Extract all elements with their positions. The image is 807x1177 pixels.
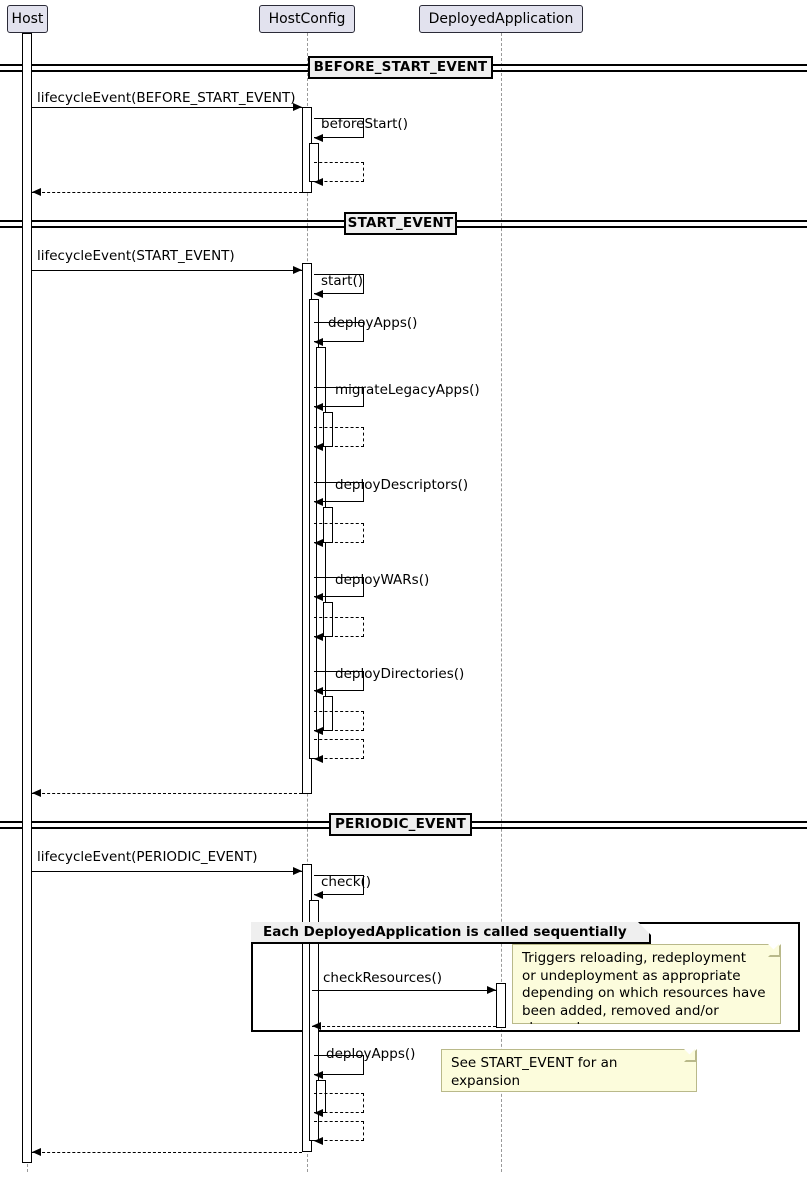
message-line-return-16: [32, 793, 302, 794]
self-call-self-return-22: [314, 1093, 364, 1113]
activation-bar-deployedapplication-13: [496, 983, 506, 1028]
arrow-head-self-return-2: [314, 177, 323, 186]
message-label-deploydescriptors-9: deployDescriptors(): [335, 477, 469, 493]
participant-hostconfig[interactable]: HostConfig: [259, 5, 355, 33]
group-label-0: Each DeployedApplication is called seque…: [251, 922, 651, 944]
arrow-head-return-24: [32, 1147, 41, 1156]
arrow-head-deploydirectories-13: [314, 686, 323, 695]
note-0: Triggers reloading, redeployment or unde…: [512, 944, 781, 1024]
self-call-deploydirectories-13: [314, 671, 364, 691]
message-label-lifecycleevent-start-event-4: lifecycleEvent(START_EVENT): [37, 248, 235, 264]
message-label-deployapps-21: deployApps(): [326, 1046, 416, 1062]
message-line-lifecycleevent-before-start-event-0: [32, 107, 302, 108]
message-line-checkresources-19: [312, 990, 496, 991]
message-line-return-24: [32, 1152, 302, 1153]
message-label-deploydirectories-13: deployDirectories(): [335, 666, 465, 682]
message-line-lifecycleevent-start-event-4: [32, 270, 302, 271]
arrow-head-deploywars-11: [314, 592, 323, 601]
self-call-self-return-8: [314, 427, 364, 447]
self-call-start-5: [314, 274, 364, 294]
message-label-check-18: check(): [321, 874, 372, 890]
arrow-head-migratelegacyapps-7: [314, 402, 323, 411]
note-fold-inner-0: [768, 944, 779, 955]
self-call-beforestart-1: [314, 118, 364, 138]
arrow-head-check-18: [314, 890, 323, 899]
message-label-deploywars-11: deployWARs(): [335, 572, 430, 588]
self-call-migratelegacyapps-7: [314, 387, 364, 407]
message-label-lifecycleevent-before-start-event-0: lifecycleEvent(BEFORE_START_EVENT): [37, 90, 296, 106]
message-line-return-20: [312, 1026, 496, 1027]
message-line-lifecycleevent-periodic-event-17: [32, 871, 302, 872]
divider-label-before-start-event: BEFORE_START_EVENT: [308, 55, 493, 79]
lifeline-deployedapplication: [500, 33, 502, 1172]
self-call-self-return-2: [314, 162, 364, 182]
arrow-head-beforestart-1: [314, 133, 323, 142]
note-fold-inner-1: [684, 1049, 695, 1060]
self-call-self-return-10: [314, 523, 364, 543]
message-label-deployapps-6: deployApps(): [328, 315, 418, 331]
arrow-head-self-return-14: [314, 726, 323, 735]
message-label-beforestart-1: beforeStart(): [321, 116, 408, 132]
self-call-deploydescriptors-9: [314, 482, 364, 502]
activation-bar-host-0: [22, 33, 32, 1163]
divider-label-periodic-event: PERIODIC_EVENT: [329, 812, 472, 836]
arrow-head-start-5: [314, 289, 323, 298]
participant-deployedapplication[interactable]: DeployedApplication: [419, 5, 583, 33]
arrow-head-self-return-10: [314, 538, 323, 547]
message-label-lifecycleevent-periodic-event-17: lifecycleEvent(PERIODIC_EVENT): [37, 849, 258, 865]
arrow-head-checkresources-19: [487, 985, 496, 994]
arrow-head-self-return-22: [314, 1108, 323, 1117]
message-label-start-5: start(): [321, 273, 363, 289]
self-call-deploywars-11: [314, 577, 364, 597]
self-call-self-return-12: [314, 617, 364, 637]
arrow-head-self-return-8: [314, 442, 323, 451]
arrow-head-self-return-23: [314, 1136, 323, 1145]
note-1: See START_EVENT for an expansion of the …: [441, 1049, 697, 1092]
self-call-self-return-23: [314, 1121, 364, 1141]
message-label-migratelegacyapps-7: migrateLegacyApps(): [335, 382, 480, 398]
arrow-head-lifecycleevent-periodic-event-17: [293, 866, 302, 875]
divider-label-start-event: START_EVENT: [344, 211, 457, 235]
arrow-head-self-return-12: [314, 632, 323, 641]
arrow-head-return-3: [32, 187, 41, 196]
message-label-checkresources-19: checkResources(): [323, 970, 443, 986]
self-call-check-18: [314, 875, 364, 895]
arrow-head-self-return-15: [314, 754, 323, 763]
arrow-head-lifecycleevent-start-event-4: [293, 265, 302, 274]
self-call-deployapps-6: [314, 322, 364, 342]
self-call-self-return-15: [314, 739, 364, 759]
arrow-head-deploydescriptors-9: [314, 497, 323, 506]
message-line-return-3: [32, 192, 302, 193]
arrow-head-return-20: [312, 1021, 321, 1030]
arrow-head-deployapps-21: [314, 1070, 323, 1079]
self-call-self-return-14: [314, 711, 364, 731]
arrow-head-return-16: [32, 788, 41, 797]
participant-host[interactable]: Host: [7, 5, 48, 33]
arrow-head-lifecycleevent-before-start-event-0: [293, 102, 302, 111]
self-call-deployapps-21: [314, 1055, 364, 1075]
arrow-head-deployapps-6: [314, 337, 323, 346]
